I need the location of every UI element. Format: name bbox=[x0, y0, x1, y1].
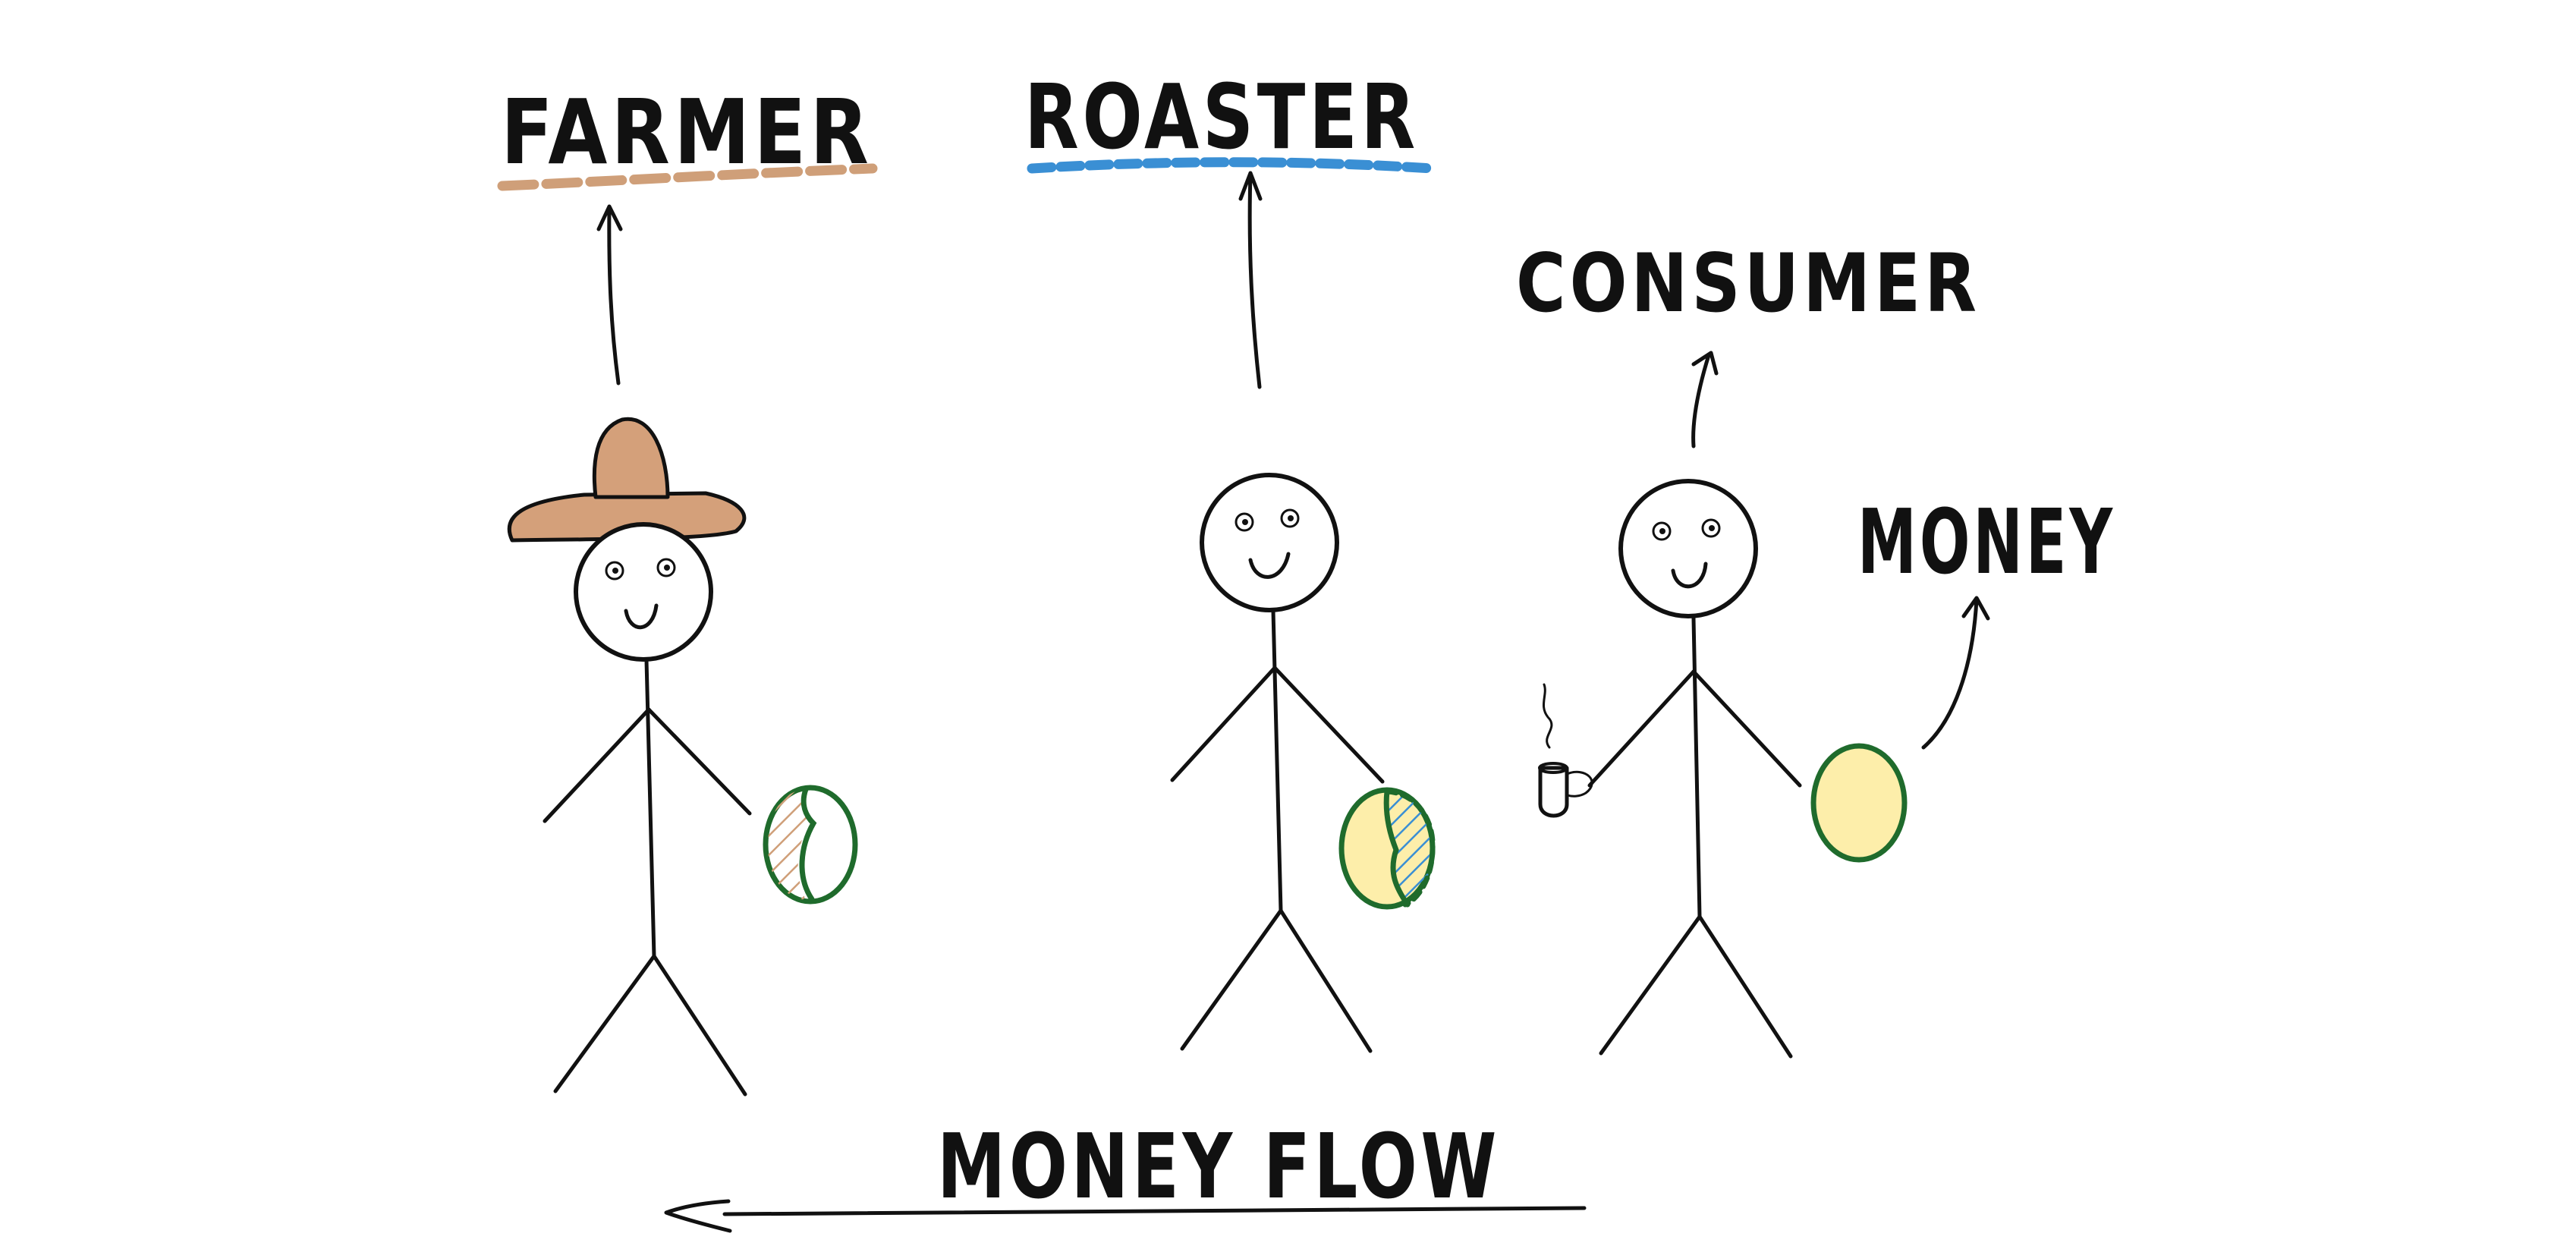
roaster-body bbox=[1170, 609, 1385, 1053]
consumer-head bbox=[1618, 479, 1758, 618]
farmer-arrow bbox=[596, 204, 623, 385]
money-flow-group: MONEY FLOW bbox=[664, 1114, 1587, 1233]
coffee-cup-icon bbox=[1538, 683, 1593, 818]
consumer-body bbox=[1587, 616, 1802, 1059]
green-coffee-bean-icon bbox=[763, 785, 858, 905]
farmer-label: FARMER bbox=[501, 80, 873, 184]
roaster-group: ROASTER bbox=[1024, 65, 1438, 1053]
farmer-underline bbox=[497, 163, 878, 191]
roasted-coffee-bean-icon bbox=[1338, 787, 1436, 910]
roaster-label: ROASTER bbox=[1024, 65, 1419, 169]
consumer-group: CONSUMER MONEY bbox=[1516, 237, 2115, 1059]
money-flow-label: MONEY FLOW bbox=[937, 1114, 1500, 1219]
money-arrow bbox=[1921, 596, 1990, 750]
consumer-arrow bbox=[1691, 351, 1719, 448]
cowboy-hat-icon bbox=[507, 417, 747, 543]
money-label: MONEY bbox=[1857, 489, 2115, 594]
farmer-body bbox=[543, 658, 752, 1097]
consumer-label: CONSUMER bbox=[1516, 237, 1980, 330]
farmer-group: FARMER bbox=[497, 80, 878, 1097]
roaster-arrow bbox=[1238, 171, 1263, 389]
farmer-head bbox=[574, 522, 713, 662]
roaster-head bbox=[1200, 473, 1339, 612]
money-flow-arrow bbox=[664, 1199, 1587, 1233]
roaster-underline bbox=[1027, 157, 1438, 174]
coin-icon bbox=[1810, 743, 1908, 863]
